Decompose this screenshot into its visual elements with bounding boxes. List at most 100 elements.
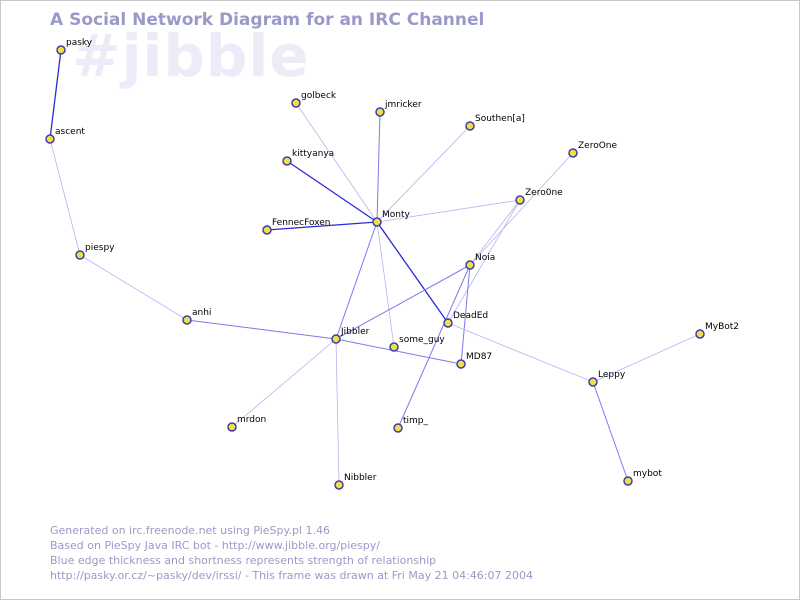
node-FennecFoxen: FennecFoxen	[262, 218, 331, 235]
node-dot	[515, 195, 525, 205]
node-dot	[568, 148, 578, 158]
edge-Leppy-MyBot2	[592, 333, 701, 383]
node-dot	[182, 315, 192, 325]
node-Monty: Monty	[372, 210, 411, 227]
node-ascent: ascent	[45, 127, 85, 144]
node-label: MyBot2	[705, 322, 739, 332]
edge-Noia-MD87	[460, 264, 471, 365]
node-label: ZeroOne	[578, 141, 617, 151]
node-label: kittyanya	[292, 149, 334, 159]
edge-jmricker-Monty	[376, 111, 381, 223]
node-kittyanya: kittyanya	[282, 149, 334, 166]
footer-line-legend: Blue edge thickness and shortness repres…	[50, 554, 437, 567]
node-mybot: mybot	[623, 469, 662, 486]
node-dot	[588, 377, 598, 387]
node-dot	[262, 225, 272, 235]
node-pasky: pasky	[56, 38, 93, 55]
node-label: golbeck	[301, 91, 337, 101]
node-label: pasky	[66, 38, 93, 48]
node-MyBot2: MyBot2	[695, 322, 739, 339]
node-Nibbler: Nibbler	[334, 473, 377, 490]
edge-Leppy-mybot	[592, 381, 629, 482]
edge-ZeroOne-Noia	[469, 152, 574, 266]
node-Jibbler: Jibbler	[331, 327, 370, 344]
node-dot	[45, 134, 55, 144]
node-dot	[334, 480, 344, 490]
edge-Monty-Jibbler	[335, 221, 378, 340]
node-label: mybot	[633, 469, 662, 479]
node-dot	[282, 156, 292, 166]
node-label: Noia	[475, 253, 495, 263]
edge-pasky-ascent	[49, 49, 62, 140]
edges-layer	[49, 49, 701, 486]
node-label: mrdon	[237, 415, 266, 425]
node-dot	[375, 107, 385, 117]
node-label: jmricker	[384, 100, 422, 110]
node-dot	[393, 423, 403, 433]
footer-notes: Generated on irc.freenode.net using PieS…	[50, 523, 533, 583]
edge-Jibbler-MD87	[335, 338, 462, 365]
edge-Noia-timp_	[397, 264, 471, 429]
node-Southen: Southen[a]	[465, 114, 525, 131]
node-timp_: timp_	[393, 416, 429, 433]
node-Zero0ne: Zero0ne	[515, 188, 563, 205]
edge-Zero0ne-Noia	[469, 199, 521, 266]
edge-golbeck-Monty	[295, 102, 378, 223]
diagram-title: A Social Network Diagram for an IRC Chan…	[50, 10, 485, 30]
node-label: MD87	[466, 352, 492, 362]
node-MD87: MD87	[456, 352, 492, 369]
node-dot	[331, 334, 341, 344]
node-piespy: piespy	[75, 243, 115, 260]
node-label: timp_	[403, 416, 429, 426]
edge-Jibbler-mrdon	[231, 338, 337, 428]
node-label: Monty	[382, 210, 411, 220]
node-label: piespy	[85, 243, 115, 253]
edge-Monty-some_guy	[376, 221, 395, 348]
node-dot	[389, 342, 399, 352]
node-dot	[75, 250, 85, 260]
node-dot	[227, 422, 237, 432]
node-dot	[465, 260, 475, 270]
node-dot	[695, 329, 705, 339]
footer-line-based-on: Based on PieSpy Java IRC bot - http://ww…	[50, 539, 380, 552]
node-label: FennecFoxen	[272, 218, 331, 228]
node-dot	[291, 98, 301, 108]
edge-Monty-Zero0ne	[376, 199, 521, 223]
edge-DeadEd-Leppy	[447, 322, 594, 383]
node-dot	[623, 476, 633, 486]
edge-Monty-DeadEd	[376, 221, 449, 324]
node-label: ascent	[55, 127, 85, 137]
edge-Noia-Jibbler	[335, 264, 471, 340]
node-mrdon: mrdon	[227, 415, 266, 432]
edge-anhi-Jibbler	[186, 319, 337, 340]
node-label: Jibbler	[340, 327, 370, 337]
edge-Southen-Monty	[376, 125, 471, 223]
node-label: Nibbler	[344, 473, 377, 483]
node-dot	[443, 318, 453, 328]
node-label: some_guy	[399, 335, 445, 345]
node-dot	[456, 359, 466, 369]
edge-Zero0ne-DeadEd	[447, 199, 521, 324]
edge-FennecFoxen-Monty	[266, 221, 378, 231]
node-dot	[372, 217, 382, 227]
node-dot	[56, 45, 66, 55]
node-jmricker: jmricker	[375, 100, 422, 117]
node-Noia: Noia	[465, 253, 495, 270]
node-Leppy: Leppy	[588, 370, 626, 387]
node-anhi: anhi	[182, 308, 211, 325]
node-DeadEd: DeadEd	[443, 311, 488, 328]
node-label: anhi	[192, 308, 211, 318]
node-label: DeadEd	[453, 311, 488, 321]
node-some_guy: some_guy	[389, 335, 445, 352]
edge-ascent-piespy	[49, 138, 81, 256]
footer-line-generated: Generated on irc.freenode.net using PieS…	[50, 524, 330, 537]
footer-line-url: http://pasky.or.cz/~pasky/dev/irssi/ - T…	[50, 569, 533, 582]
node-golbeck: golbeck	[291, 91, 337, 108]
channel-watermark: #jibble	[72, 22, 310, 90]
node-dot	[465, 121, 475, 131]
node-label: Leppy	[598, 370, 626, 380]
edge-kittyanya-Monty	[286, 160, 378, 223]
nodes-layer: pasky ascent piespy anhi golbeck jmrickerSout…	[45, 38, 739, 490]
